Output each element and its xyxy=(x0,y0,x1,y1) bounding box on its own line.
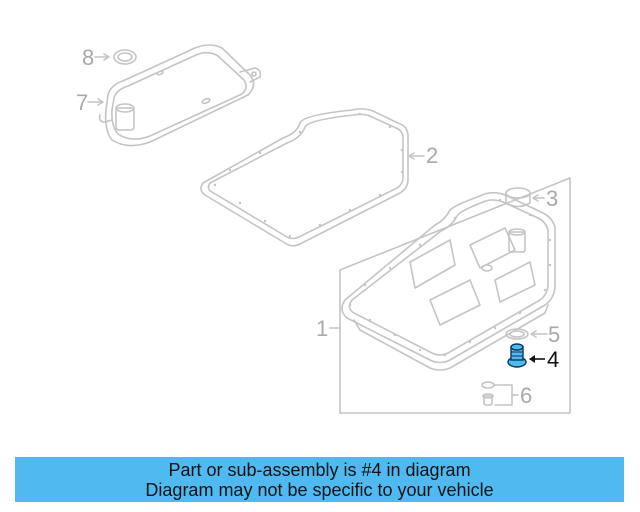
callout-7[interactable]: 7 xyxy=(76,90,88,115)
callout-4[interactable]: 4 xyxy=(547,347,559,372)
fill-plug-part-6[interactable] xyxy=(481,381,519,406)
callout-8[interactable]: 8 xyxy=(82,45,94,70)
callout-3[interactable]: 3 xyxy=(546,186,558,211)
banner-part-line: Part or sub-assembly is #4 in diagram xyxy=(168,459,471,480)
banner-disclaimer-line: Diagram may not be specific to your vehi… xyxy=(145,479,494,500)
assembly-box xyxy=(339,177,571,414)
o-ring-part-8[interactable] xyxy=(113,49,137,65)
gasket-part-2[interactable] xyxy=(200,108,409,247)
callout-6[interactable]: 6 xyxy=(520,383,532,408)
callout-1[interactable]: 1 xyxy=(316,316,328,341)
parts-diagram: 1 2 3 4 5 6 7 8 xyxy=(76,44,571,414)
oil-pan-part-1[interactable] xyxy=(341,191,556,371)
info-banner: Part or sub-assembly is #4 in diagram Di… xyxy=(15,457,624,502)
callout-2[interactable]: 2 xyxy=(426,143,438,168)
cap-part-3[interactable] xyxy=(505,187,531,208)
filter-part-7[interactable] xyxy=(98,44,262,147)
callout-5[interactable]: 5 xyxy=(548,322,560,347)
washer-part-5[interactable] xyxy=(505,328,529,340)
drain-plug-part-4-highlighted[interactable] xyxy=(507,343,545,368)
